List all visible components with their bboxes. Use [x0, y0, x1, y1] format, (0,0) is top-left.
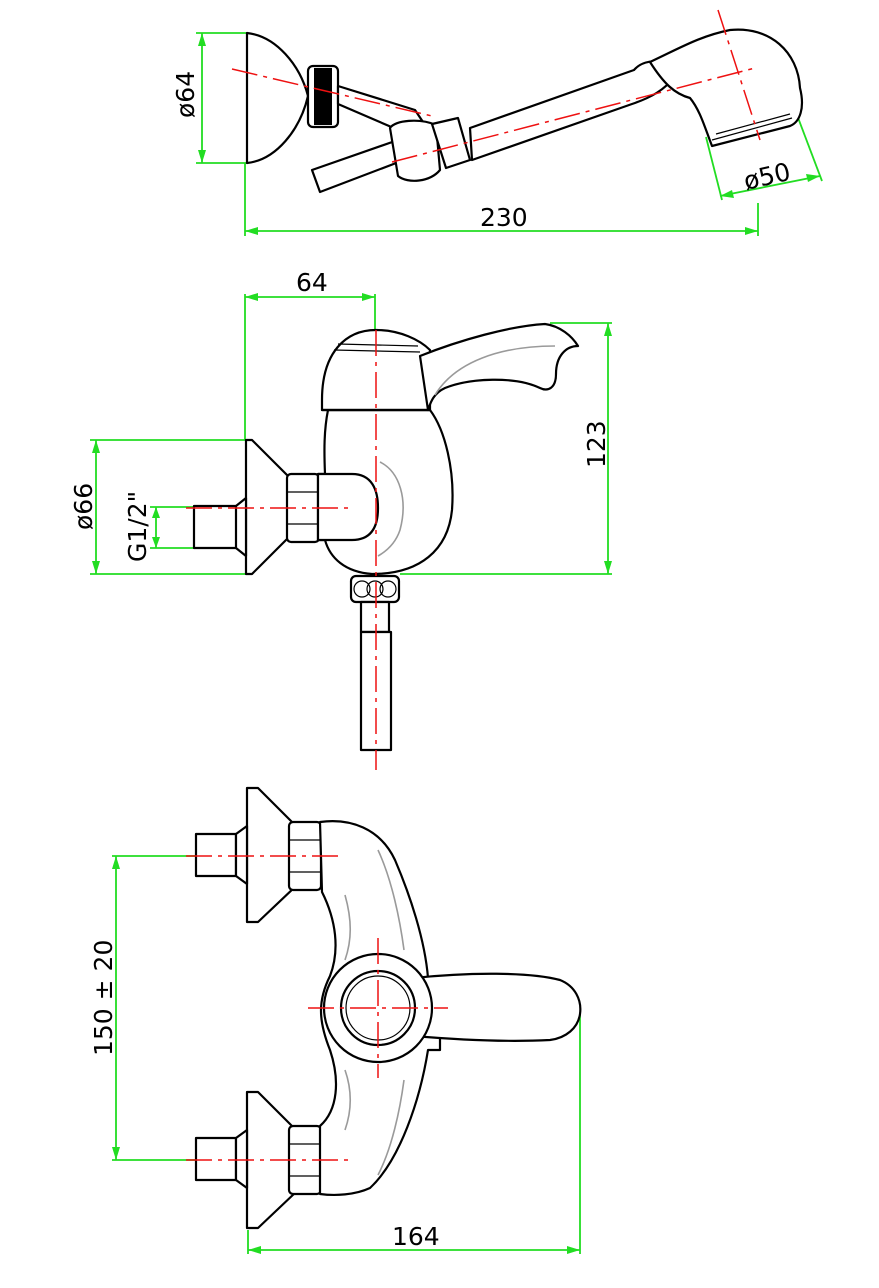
overall-width-label: 164 — [392, 1222, 440, 1251]
escutcheon-diameter-label: ø64 — [171, 71, 200, 118]
lever-handle-front — [412, 972, 582, 1042]
lever-handle — [418, 322, 580, 412]
wall-flange-diameter-dimension — [90, 439, 248, 575]
escutcheon-dome — [245, 31, 310, 165]
wall-flange-diameter-label: ø66 — [69, 483, 98, 530]
center-distance-label: 150 ± 20 — [89, 940, 118, 1056]
thread-size-dimension — [150, 506, 196, 549]
hose-coil-top — [310, 138, 406, 194]
lever-depth-label: 64 — [296, 268, 328, 297]
shower-handle — [468, 60, 677, 162]
thread-pipe-bottom — [194, 1136, 238, 1182]
mixer-height-label: 123 — [582, 420, 611, 468]
mixer-side-view: 64 123 ø66 G1/2" — [69, 268, 612, 770]
overall-shower-length-label: 230 — [480, 203, 528, 232]
hose-nut — [349, 574, 401, 604]
mixer-front-view: 150 ± 20 164 — [89, 786, 582, 1254]
lever-depth-dimension — [244, 293, 376, 440]
wall-flange — [244, 438, 292, 576]
mixer-height-dimension — [400, 322, 612, 575]
shower-head-diameter-dimension — [705, 114, 823, 201]
center-distance-dimension — [112, 855, 236, 1161]
hand-shower-view: ø64 230 ø50 — [171, 9, 823, 236]
shower-head — [648, 28, 804, 148]
thread-size-label: G1/2" — [123, 491, 152, 562]
escutcheon-diameter-dimension — [196, 32, 247, 164]
overall-width-dimension — [247, 1012, 581, 1254]
thread-pipe — [192, 504, 240, 550]
shower-head-diameter-label: ø50 — [741, 157, 793, 196]
overall-shower-length-dimension — [244, 163, 759, 236]
thread-pipe-top — [194, 832, 238, 878]
shower-connector — [388, 119, 442, 182]
